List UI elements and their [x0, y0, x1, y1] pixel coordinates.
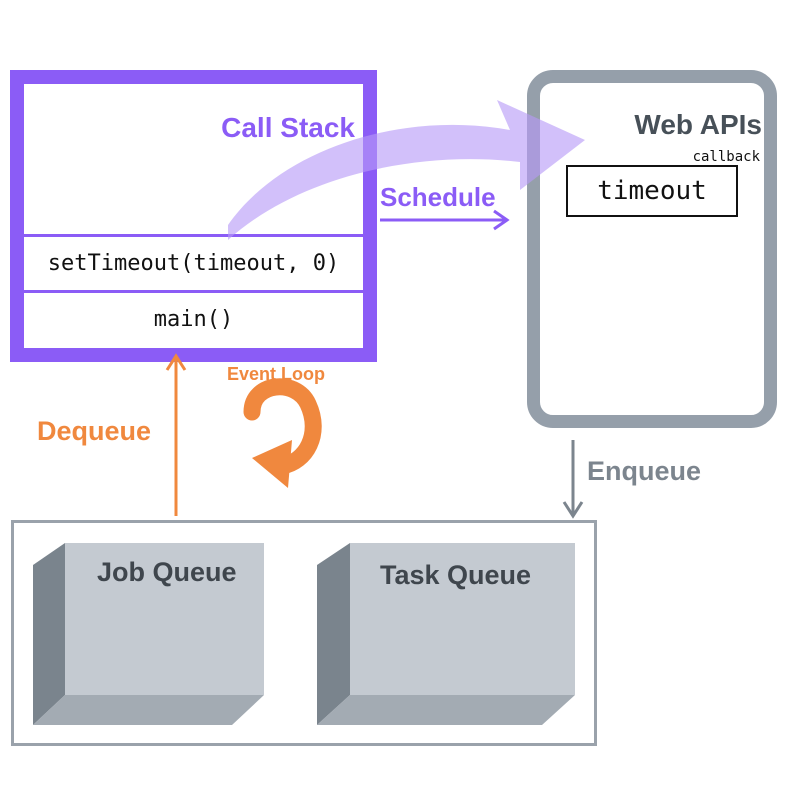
stack-frame-main: main(): [24, 290, 363, 345]
event-loop-label: Event Loop: [227, 364, 325, 384]
task-queue-block: [317, 543, 575, 725]
job-queue-label: Job Queue: [97, 557, 237, 587]
event-loop-icon: [243, 378, 322, 488]
enqueue-arrow: [562, 440, 584, 519]
schedule-arrow: [380, 209, 510, 231]
schedule-label: Schedule: [380, 182, 496, 212]
dequeue-label: Dequeue: [37, 416, 152, 446]
enqueue-label: Enqueue: [587, 456, 702, 486]
job-queue-block: [33, 543, 264, 725]
callback-label: callback: [692, 149, 760, 165]
web-apis-panel: Web APIs callback timeout: [527, 70, 777, 428]
stack-frame-settimeout: setTimeout(timeout, 0): [24, 234, 363, 289]
web-apis-title: Web APIs: [634, 109, 762, 140]
schedule-swoosh-arrow: [228, 100, 585, 240]
dequeue-arrow: [165, 353, 187, 516]
task-queue-label: Task Queue: [380, 560, 532, 590]
callback-timeout-box: timeout: [566, 165, 738, 217]
call-stack-title: Call Stack: [221, 112, 355, 143]
